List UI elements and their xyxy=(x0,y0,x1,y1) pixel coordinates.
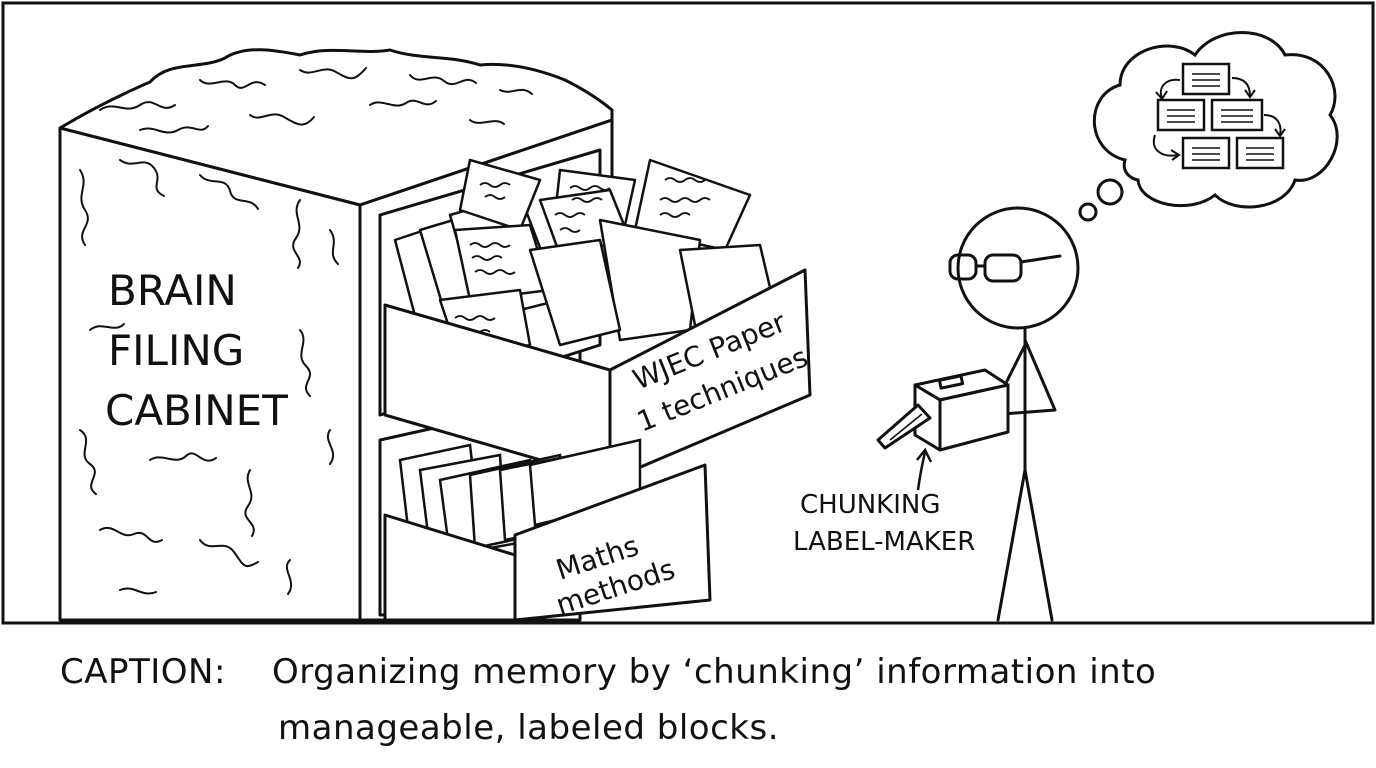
caption-line1: Organizing memory by ‘chunking’ informat… xyxy=(272,652,1157,692)
cabinet-label-line3: CABINET xyxy=(105,386,288,435)
figure-right-leg xyxy=(1023,468,1054,622)
cabinet-label-line1: BRAIN xyxy=(108,266,237,315)
figure-left-leg xyxy=(996,468,1027,622)
label-tape xyxy=(876,403,932,450)
device-label-line1: CHUNKING xyxy=(800,490,941,520)
stick-figure xyxy=(948,206,1080,622)
caption-prefix: CAPTION: xyxy=(60,652,226,692)
bottom-drawer xyxy=(383,463,712,622)
chunk-blocks-icon xyxy=(1156,62,1285,170)
top-drawer-front xyxy=(608,268,812,482)
cycle-arrows xyxy=(1152,77,1286,161)
device-label-line2: LABEL-MAKER xyxy=(793,527,975,557)
pointer-arrow xyxy=(916,451,927,491)
pointer-arrowhead xyxy=(916,447,933,463)
bottom-drawer-front xyxy=(513,463,712,622)
caption: CAPTION: Organizing memory by ‘chunking’ … xyxy=(60,644,1350,756)
label-maker-icon xyxy=(876,368,1010,452)
figure-head xyxy=(956,206,1080,330)
glasses-icon xyxy=(948,253,1062,283)
caption-line2: manageable, labeled blocks. xyxy=(278,708,780,748)
cabinet-label-line2: FILING xyxy=(108,326,244,375)
chunk-block-lines xyxy=(1167,73,1274,161)
brain-texture xyxy=(79,67,533,595)
figure-arm-upper xyxy=(988,338,1057,417)
paper-scribbles xyxy=(454,177,711,335)
